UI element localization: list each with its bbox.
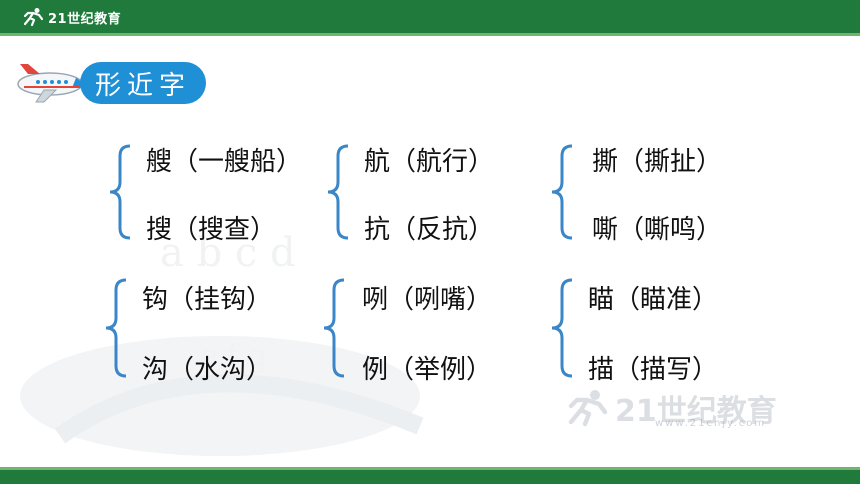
word-top-2: 航（航行）: [364, 147, 495, 177]
word-bottom-1: 搜（搜查）: [146, 215, 277, 245]
curly-brace-icon: [327, 144, 349, 240]
word-bottom-4: 沟（水沟）: [142, 355, 273, 385]
word-bottom-5: 例（举例）: [362, 355, 493, 385]
bottom-footer-bar: [0, 470, 860, 484]
word-top-6: 瞄（瞄准）: [588, 285, 719, 315]
watermark-text: 21世纪教育: [615, 394, 777, 429]
watermark-url: www.21cnjy.com: [655, 418, 767, 429]
top-header-bar: 21世纪教育: [0, 0, 860, 33]
word-top-1: 艘（一艘船）: [146, 147, 303, 177]
runner-logo-icon: [23, 8, 44, 27]
word-top-3: 撕（撕扯）: [592, 147, 723, 177]
curly-brace-icon: [551, 278, 573, 378]
curly-brace-icon: [105, 278, 127, 378]
curly-brace-icon: [323, 278, 345, 378]
site-logo: 21世纪教育: [22, 6, 121, 28]
airplane-icon: [17, 64, 83, 103]
footer-accent-line: [0, 467, 860, 470]
word-top-4: 钩（挂钩）: [142, 285, 273, 315]
curly-brace-icon: [551, 144, 573, 240]
curly-brace-icon: [109, 144, 131, 240]
word-top-5: 咧（咧嘴）: [362, 285, 493, 315]
word-bottom-2: 抗（反抗）: [364, 215, 495, 245]
section-title: 形近字: [80, 62, 206, 104]
word-bottom-3: 嘶（嘶鸣）: [592, 215, 723, 245]
header-accent-line: [0, 33, 860, 36]
logo-text: 21世纪教育: [48, 11, 122, 27]
watermark: 21世纪教育: [565, 383, 825, 433]
word-bottom-6: 描（描写）: [588, 355, 719, 385]
runner-watermark-icon: [568, 390, 608, 427]
